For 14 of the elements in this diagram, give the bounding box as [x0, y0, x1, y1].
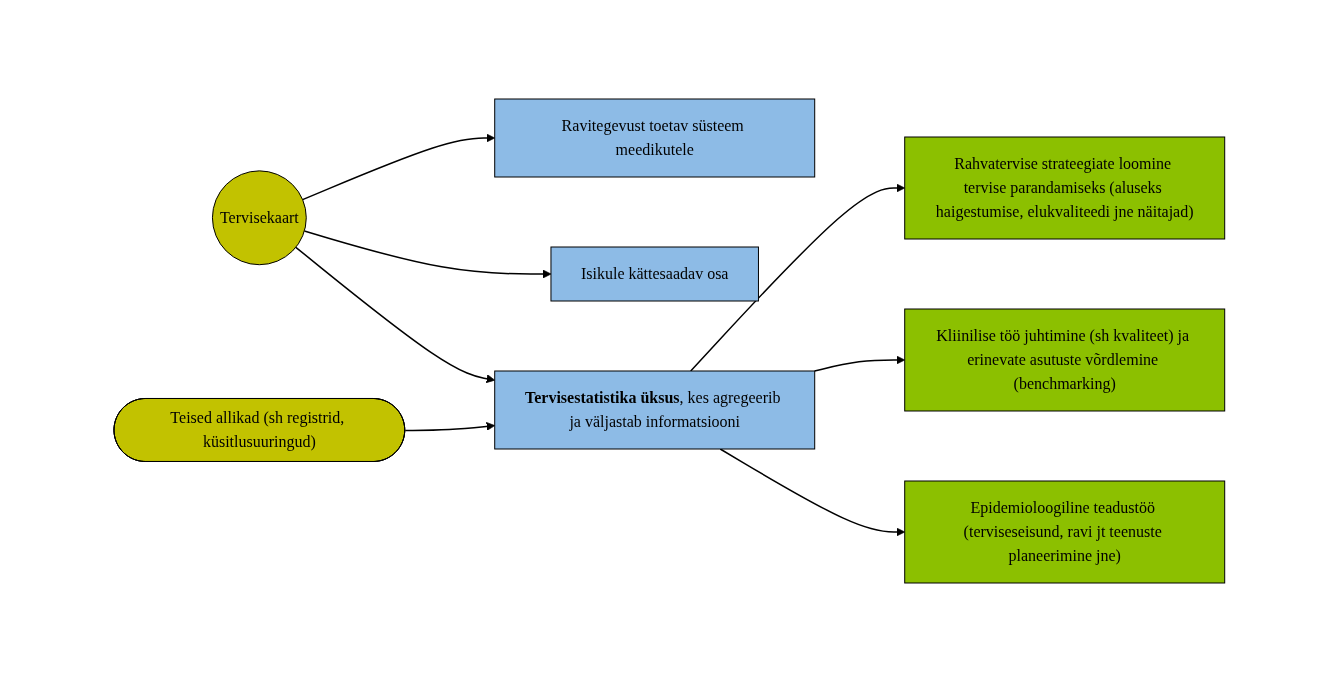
node-box: Rahvatervise strateegiate loomine tervise parandamiseks (aluseks haigestumise, elukvaliteedi jne näitajad) — [903, 136, 1225, 240]
node-box: Epidemioloogiline teadustöö (terviseseisund, ravi jt teenuste planeerimine jne) — [903, 480, 1225, 584]
node-box: Kliinilise töö juhtimine (sh kvaliteet) ja erinevate asutuste võrdlemine (benchmarking) — [903, 308, 1225, 412]
arrow — [813, 355, 905, 372]
node-circle: Tervisekaart — [211, 170, 307, 266]
arrow — [719, 448, 905, 537]
arrow — [301, 133, 495, 201]
node-box: Isikule kättesaadav osa — [550, 246, 759, 302]
arrow — [294, 246, 495, 384]
node-box: Ravitegevust toetav süsteem meedikutele — [493, 98, 815, 178]
arrow — [404, 422, 495, 432]
node-box: Tervisestatistika üksus, kes agregeerib ja väljastab informatsiooni — [493, 370, 815, 450]
arrow — [303, 230, 551, 279]
arrow — [689, 183, 905, 372]
